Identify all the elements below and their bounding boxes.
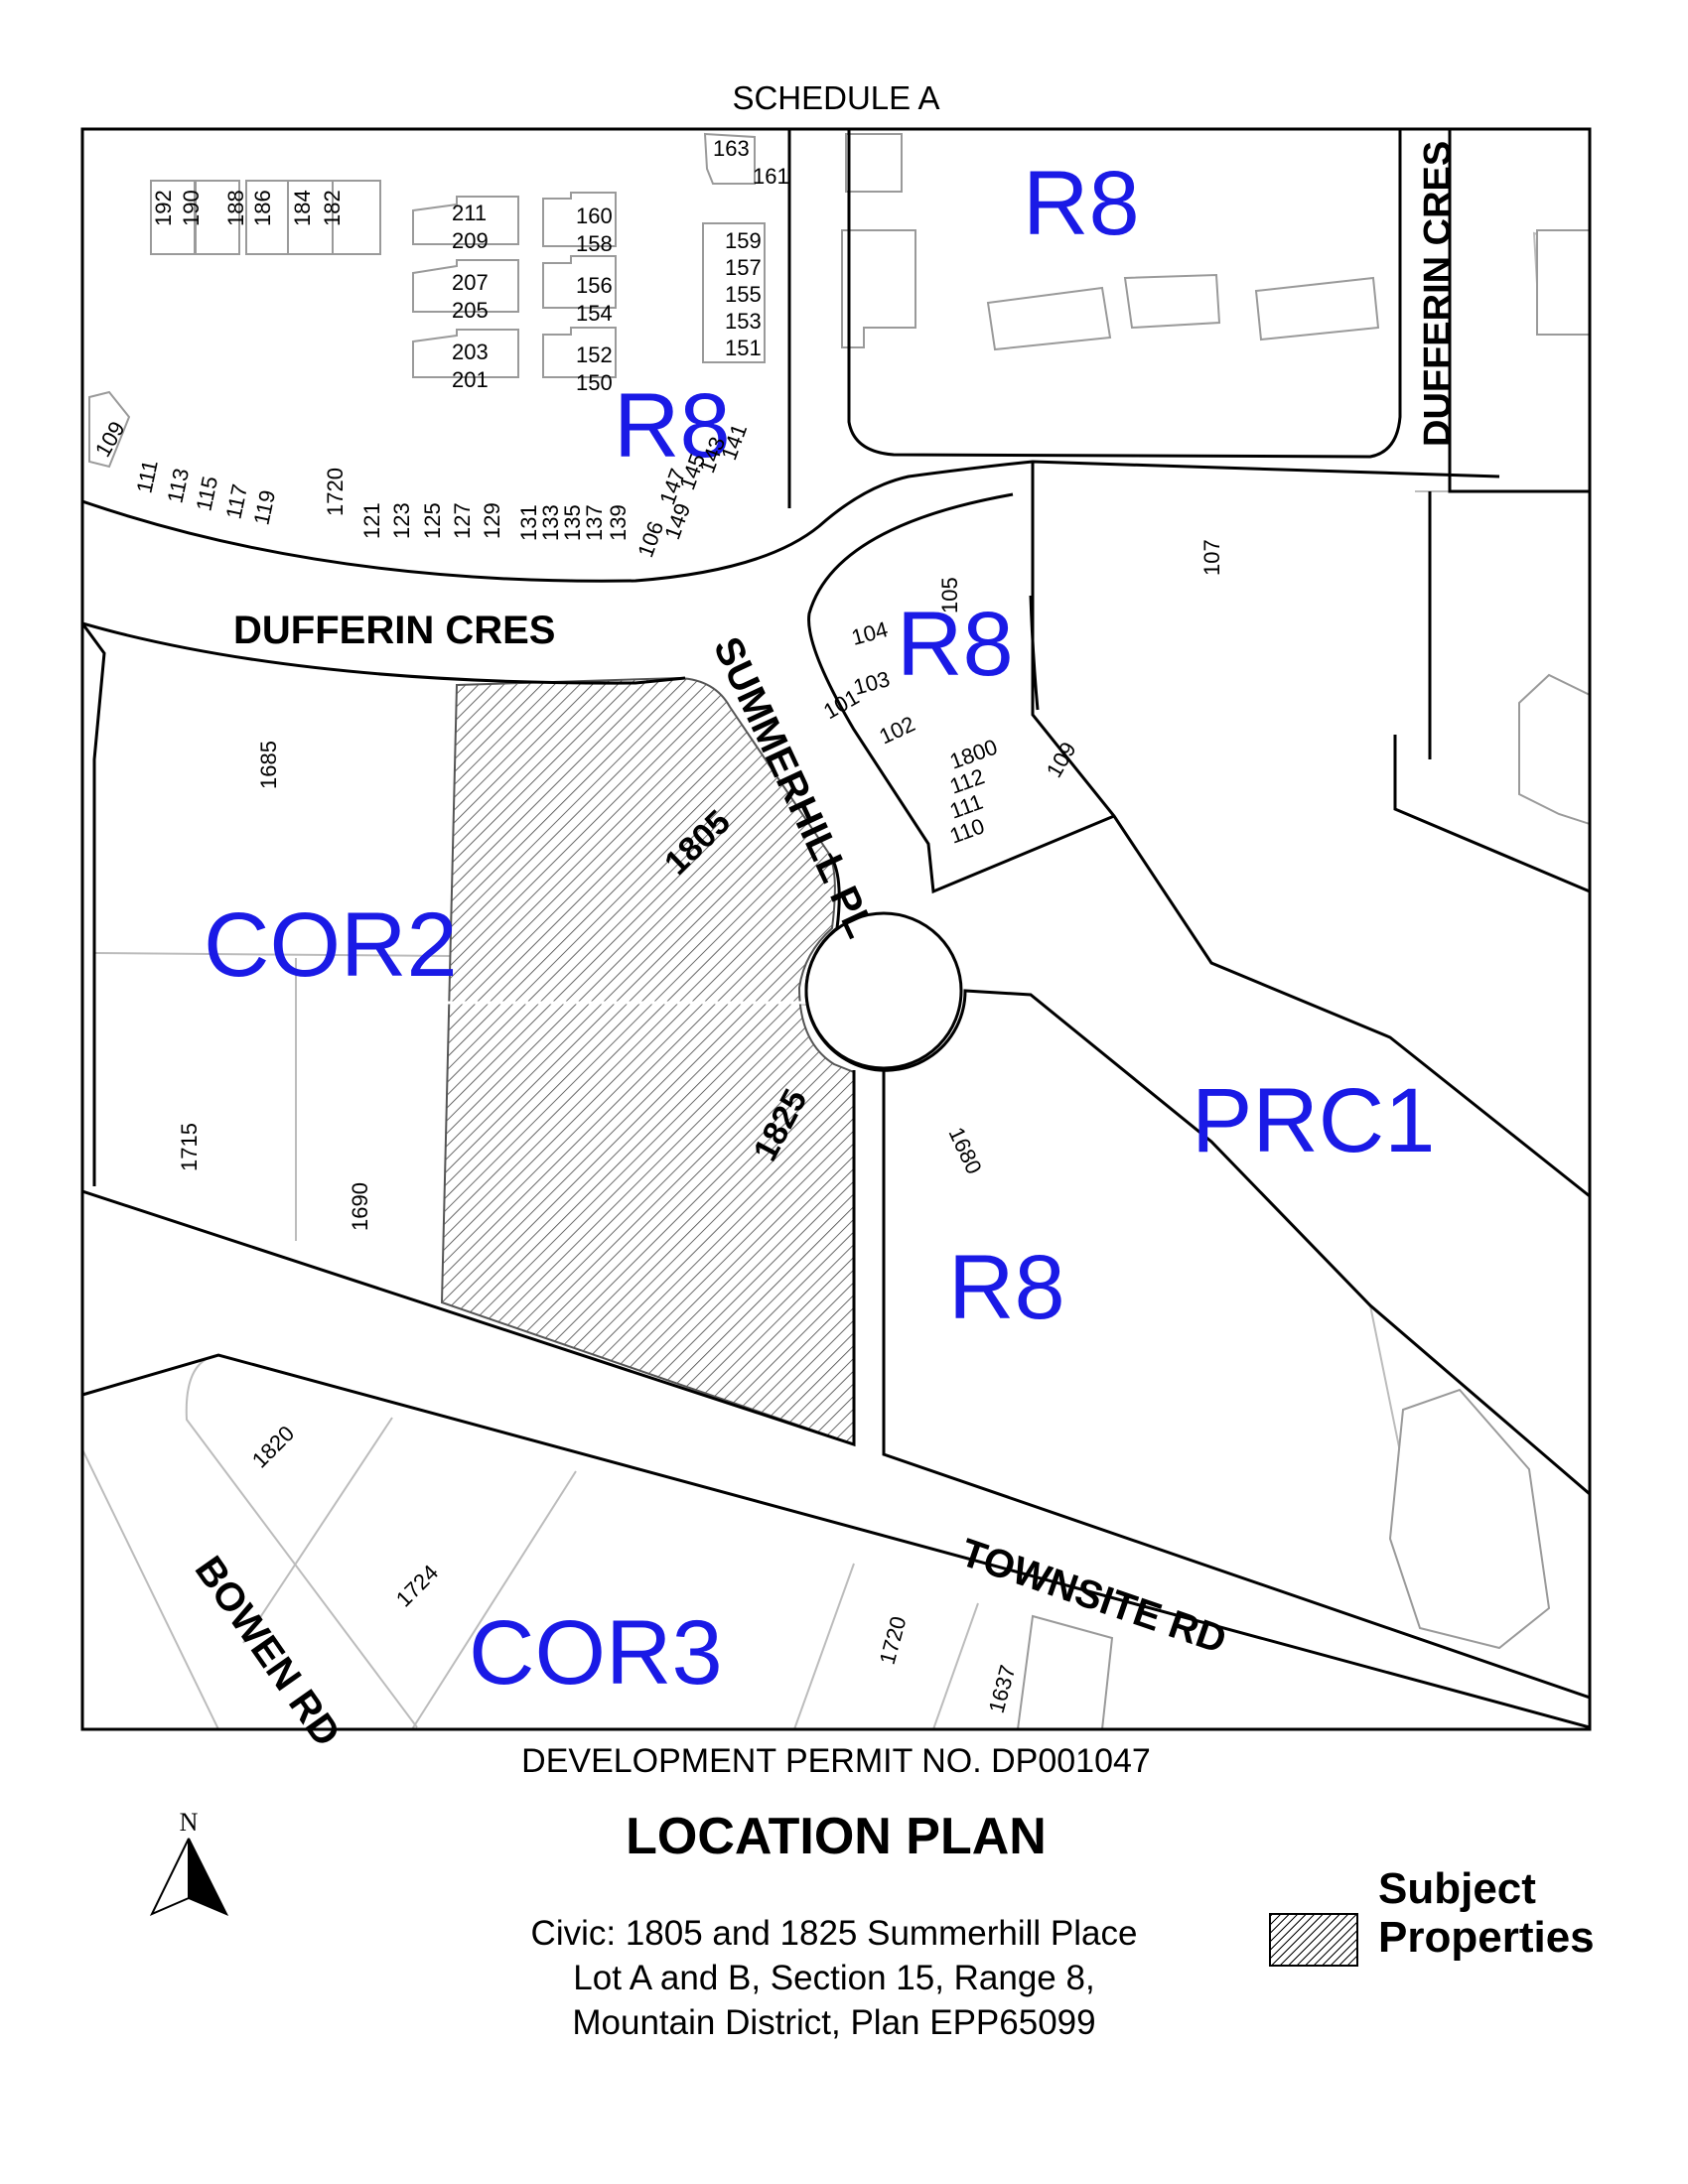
address-label: 192: [151, 190, 176, 226]
address-label: 1724: [391, 1560, 443, 1611]
address-label: 119: [248, 488, 280, 528]
plan-title: LOCATION PLAN: [626, 1808, 1047, 1865]
address-label: 207: [452, 270, 489, 295]
road-edges: [82, 129, 1590, 1729]
address-label: 1685: [256, 741, 281, 789]
address-label: 102: [876, 711, 919, 749]
building-footprints: [88, 132, 1590, 1729]
schedule-title: SCHEDULE A: [732, 79, 940, 116]
address-label: 151: [725, 336, 762, 360]
address-label: 150: [576, 370, 613, 395]
address-label: 127: [450, 502, 475, 539]
legal-description-line: Mountain District, Plan EPP65099: [572, 2003, 1096, 2042]
address-label: 104: [849, 616, 891, 650]
zone-labels: R8 R8 R8 R8 COR2 COR3 PRC1: [204, 153, 1435, 1704]
address-label: 152: [576, 342, 613, 367]
street-dufferin-cres: DUFFERIN CRES: [233, 609, 555, 652]
address-label: 117: [220, 482, 252, 522]
address-label: 111: [131, 458, 162, 495]
address-label: 129: [480, 502, 504, 539]
address-label: 156: [576, 273, 613, 298]
address-label: 154: [576, 301, 613, 326]
address-label: 201: [452, 367, 489, 392]
address-label: 149: [659, 500, 695, 543]
address-label: 203: [452, 340, 489, 364]
address-label: 211: [452, 201, 487, 225]
zone-r8-north: R8: [1023, 153, 1140, 254]
address-label: 188: [223, 190, 248, 226]
zone-r8-northwest: R8: [614, 375, 731, 477]
address-label: 205: [452, 298, 489, 323]
address-label: 1690: [348, 1182, 372, 1231]
address-label: 1720: [875, 1614, 912, 1668]
address-label: 161: [753, 164, 789, 189]
legend-label: Subject Properties: [1378, 1864, 1595, 1963]
legal-description-line: Lot A and B, Section 15, Range 8,: [573, 1959, 1095, 1997]
address-label: 209: [452, 228, 489, 253]
street-bowen-rd: BOWEN RD: [187, 1549, 350, 1747]
map-frame: [80, 127, 1592, 1731]
address-label: 109: [1042, 738, 1081, 781]
zone-r8-south: R8: [948, 1237, 1065, 1338]
address-label: 159: [725, 228, 762, 253]
address-label: 1637: [984, 1663, 1021, 1716]
north-label: N: [180, 1808, 199, 1837]
address-label: 103: [851, 666, 893, 700]
address-label: 1820: [247, 1421, 299, 1472]
address-label: 131: [516, 504, 541, 541]
address-label: 186: [250, 190, 275, 226]
zone-r8-center: R8: [897, 594, 1014, 695]
address-label: 184: [290, 190, 315, 226]
address-label: 133: [538, 504, 563, 541]
address-label: 121: [359, 502, 384, 539]
address-label: 155: [725, 282, 762, 307]
address-label: 135: [560, 504, 585, 541]
address-label: 163: [713, 136, 750, 161]
civic-address-line: Civic: 1805 and 1825 Summerhill Place: [530, 1914, 1138, 1953]
address-label: 158: [576, 231, 613, 256]
address-label: 182: [320, 190, 345, 226]
street-dufferin-cres-east: DUFFERIN CRES: [1417, 141, 1459, 447]
address-label: 1715: [177, 1123, 202, 1171]
address-label: 190: [179, 190, 204, 226]
address-label: 139: [606, 504, 631, 541]
address-label: 157: [725, 255, 762, 280]
zone-cor3: COR3: [469, 1602, 723, 1704]
permit-number: DEVELOPMENT PERMIT NO. DP001047: [521, 1742, 1151, 1780]
address-label: 115: [191, 475, 222, 514]
zone-prc1: PRC1: [1192, 1070, 1435, 1171]
address-label: 125: [420, 502, 445, 539]
location-map: R8 R8 R8 R8 COR2 COR3 PRC1 DUFFERIN CRES…: [80, 127, 1592, 1747]
zone-cor2: COR2: [204, 894, 458, 996]
subject-properties: [440, 676, 855, 1446]
address-label: 160: [576, 204, 613, 228]
address-label: 105: [937, 577, 962, 614]
legend-hatch-swatch: [1269, 1913, 1358, 1967]
address-label: 137: [582, 504, 607, 541]
address-label: 113: [162, 467, 194, 506]
address-label: 153: [725, 309, 762, 334]
address-label: 1720: [323, 468, 348, 516]
address-label: 123: [389, 502, 414, 539]
address-label: 107: [1199, 539, 1224, 576]
address-label: 1680: [943, 1124, 986, 1178]
north-arrow-icon: N: [149, 1808, 229, 1916]
